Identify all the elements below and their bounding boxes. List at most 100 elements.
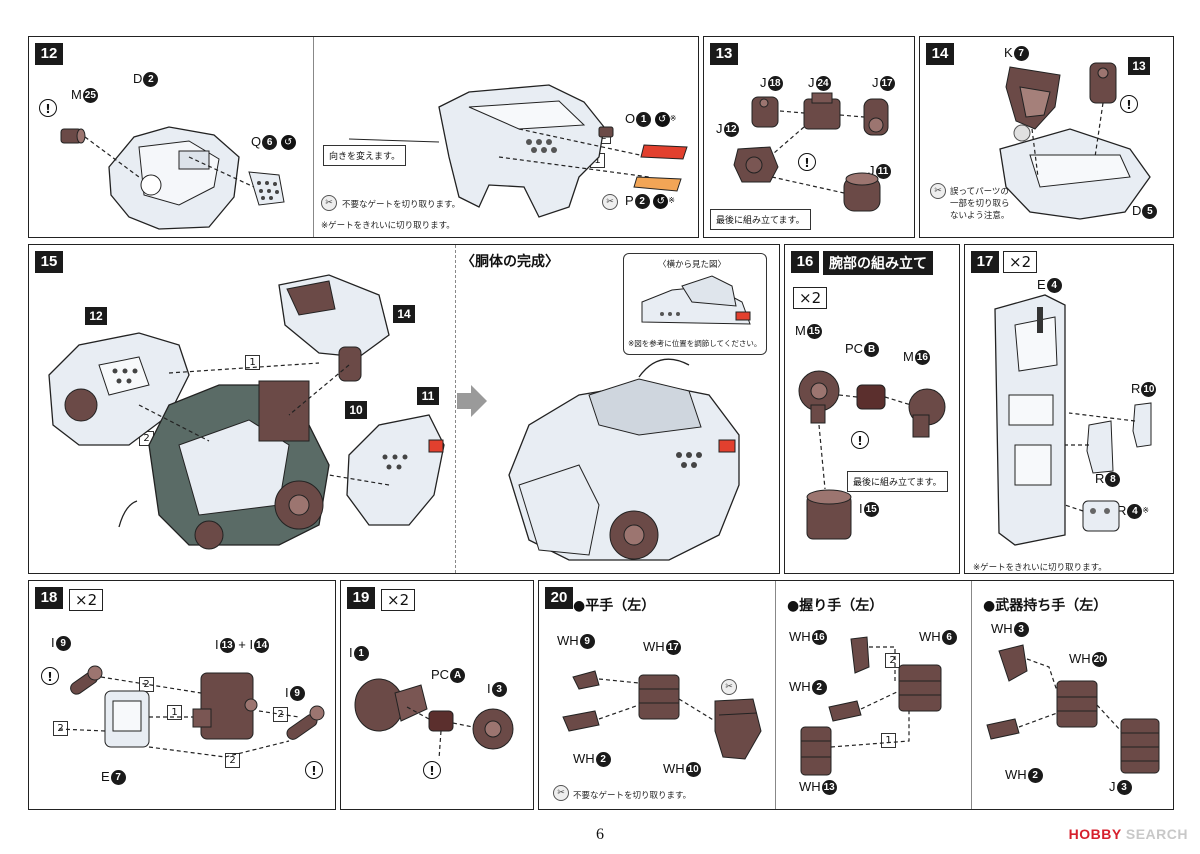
assemble-last-note: 最後に組み立てます。 [847,471,948,492]
ref-step-13-callout: 13 [1128,57,1150,75]
complete-torso [508,378,740,561]
step-17-art [994,294,1152,546]
complete-torso-art [508,358,740,561]
part-wh10 [714,698,762,760]
ref-step-11-callout: 11 [417,387,439,405]
part-e7 [104,690,150,748]
ref-step-14-callout: 14 [393,305,415,323]
part-wh13 [800,726,832,776]
step-15-panel: 15 12 14 10 11 1 2 〈胴体の完成〉 〈横から見た図〉 ※図を参… [28,244,780,574]
step-number: 17 [971,251,999,273]
caution-icon: ! [41,667,59,685]
part-wh16 [850,636,870,674]
side-view-note: ※図を参考に位置を調節してください。 [628,339,762,348]
part-i9-left [70,665,103,695]
part-14-assembly [278,274,390,382]
careful-cut-note-line3: ないよう注意。 [950,211,1010,221]
callout-2: 2 [225,753,240,768]
callout-1: 1 [245,355,260,370]
subpanel-divider [971,581,972,809]
part-j17 [863,98,889,136]
gate-note: 不要なゲートを切り取ります。 [573,791,692,801]
part-m25 [60,128,86,144]
step-number: 16 [791,251,819,273]
flat-hand-title: ●平手（左） [573,598,656,614]
careful-cut-note-line2: 一部を切り取ら [950,199,1010,209]
part-wh2 [562,710,600,732]
gate-cut-icon: ✂ [321,195,337,211]
part-j24 [803,92,841,130]
ref-step-12-callout: 12 [85,307,107,325]
part-i15 [806,489,852,540]
part-i1 [354,678,428,732]
subpanel-divider [775,581,776,809]
step-18-art [58,665,325,758]
gate-cut-icon: ✂ [930,183,946,199]
quantity-multiplier: ×2 [793,287,828,309]
subpanel-divider [455,245,456,573]
gate-cut-icon: ✂ [721,679,737,695]
callout-2: 2 [139,677,154,692]
step-19-art [354,678,514,760]
step-number: 18 [35,587,63,609]
page-number: 6 [596,826,604,843]
part-q6 [248,171,285,206]
part-wh2 [986,718,1020,740]
callout-1: 1 [167,705,182,720]
part-i9-right [286,705,325,740]
part-i13-i14 [192,672,258,740]
part-12-assembly [48,332,190,446]
part-d2 [108,126,240,230]
step-12-panel: 12 M25 D2 Q6 ↺ ! 向きを変えます。 2 1 O1 ↺※ P2 [28,36,699,238]
ref-step-10-callout: 10 [345,401,367,419]
caution-icon: ! [798,153,816,171]
part-10-body [148,380,330,550]
fist-hand-title: ●握り手（左） [787,598,884,614]
subpanel-divider [313,37,314,237]
step-number: 12 [35,43,63,65]
part-r10 [1132,402,1152,448]
part-13-assembly [1089,62,1117,104]
torso-side-part [438,84,614,218]
step-12-left-art [60,126,285,230]
gate-cut-icon: ✂ [602,194,618,210]
step-number: 20 [545,587,573,609]
part-j18 [751,96,779,128]
part-wh9 [572,670,600,690]
step-number: 15 [35,251,63,273]
part-d5 [999,128,1151,220]
caution-icon: ! [851,431,869,449]
caution-icon: ! [305,761,323,779]
step-12-right-art [348,84,688,218]
rotate-note: 向きを変えます。 [323,145,407,166]
part-k7 [1005,66,1061,130]
